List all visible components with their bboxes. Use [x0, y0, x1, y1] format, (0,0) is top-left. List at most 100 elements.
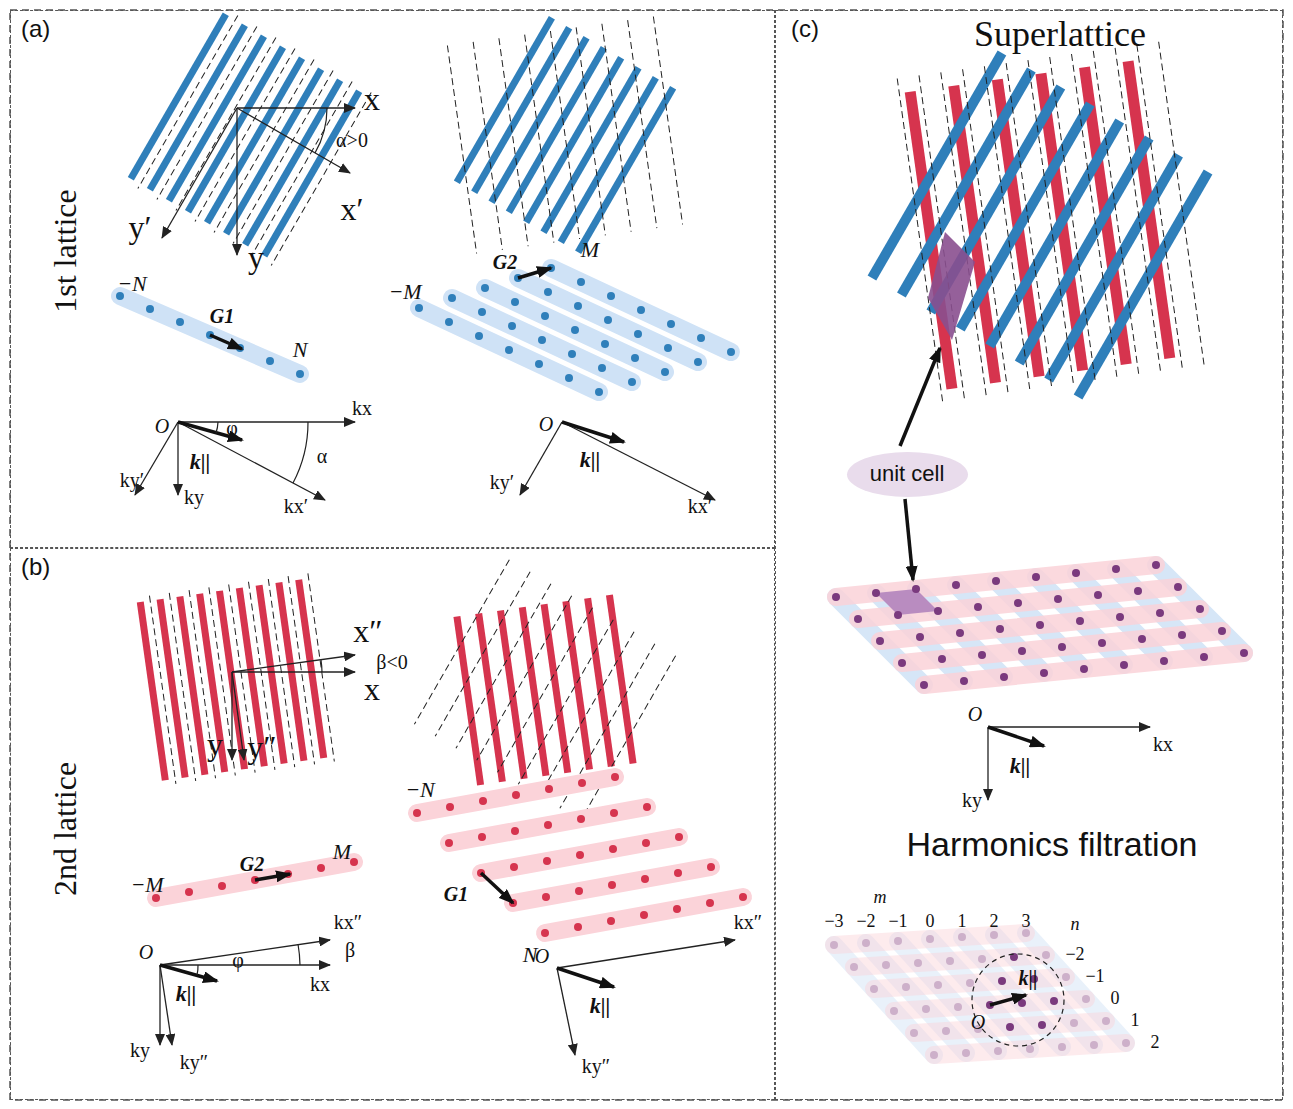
lattice-point: [604, 316, 612, 324]
lattice-point: [954, 1003, 962, 1011]
heading-label: Harmonics filtration: [907, 826, 1198, 863]
axis-arrow: [237, 107, 355, 108]
axis-label: k||: [580, 448, 601, 472]
axis-arrow: [162, 108, 237, 238]
axis-arrow: [987, 727, 988, 800]
axis-label: k||: [176, 982, 197, 1006]
vector-arrow: [160, 965, 217, 981]
axis-label: −M: [388, 280, 421, 304]
lattice-point: [1036, 621, 1044, 629]
grating-bar: [147, 23, 248, 191]
axis-arrow: [557, 968, 575, 1055]
lattice-point: [914, 959, 922, 967]
lattice-point: [1050, 997, 1058, 1005]
lattice-point: [266, 357, 274, 365]
axis-arrow: [159, 965, 160, 1045]
lattice-point: [1240, 649, 1248, 657]
axis-label: G2: [493, 251, 517, 273]
heading-label: y″: [247, 730, 276, 765]
heading-label: y′: [129, 210, 152, 245]
vector-arrow: [988, 727, 1044, 746]
lattice-point: [1200, 653, 1208, 661]
axis-label: O: [968, 703, 982, 725]
axis-label: ky′: [120, 469, 144, 491]
lattice-point: [1138, 635, 1146, 643]
grating-bar: [223, 67, 324, 235]
dashed-line: [473, 42, 502, 250]
grating: [128, 12, 362, 257]
grating: [137, 579, 327, 780]
axis-label: β<0: [376, 651, 407, 673]
dashed-line: [984, 66, 1030, 393]
lattice-point: [611, 773, 619, 781]
lattice-point: [448, 294, 456, 302]
axis-label: m: [874, 888, 887, 908]
heading-label: y: [248, 240, 264, 275]
lattice-point: [637, 306, 645, 314]
axis-label: −N: [117, 272, 147, 296]
lattice-point: [508, 322, 516, 330]
dashed-line: [581, 656, 676, 821]
lattice-point: [574, 302, 582, 310]
axis-label: kx: [352, 397, 372, 419]
lattice-point: [966, 979, 974, 987]
lattice-point: [876, 637, 884, 645]
lattice-point: [478, 833, 486, 841]
dashed-line: [1050, 57, 1096, 384]
lattice-point: [674, 869, 682, 877]
lattice-point: [958, 933, 966, 941]
unit-cell: [876, 589, 938, 615]
lattice-point: [934, 981, 942, 989]
dashed-line: [288, 576, 314, 764]
lattice-point: [894, 937, 902, 945]
lattice-point: [1152, 561, 1160, 569]
lattice-point: [641, 875, 649, 883]
callout-ellipse: unit cell: [846, 451, 969, 498]
lattice-point: [1018, 999, 1026, 1007]
axis-label: O: [971, 1011, 985, 1033]
lattice-point: [1014, 599, 1022, 607]
lattice-point: [609, 845, 617, 853]
lattice-point: [413, 809, 421, 817]
lattice-point: [510, 863, 518, 871]
dashed-line: [498, 608, 593, 773]
axis-arrow: [236, 108, 237, 255]
axis-label: M: [581, 238, 599, 262]
axis-label: −1: [888, 912, 907, 932]
lattice-point: [910, 1029, 918, 1037]
axis-label: α>0: [336, 129, 368, 151]
lattice-point: [898, 659, 906, 667]
grating-bar: [985, 118, 1124, 348]
lattice-point: [577, 278, 585, 286]
grating-bar: [868, 50, 1007, 280]
grating-bar: [166, 34, 267, 202]
lattice-point: [1018, 647, 1026, 655]
lattice-point: [543, 857, 551, 865]
lattice-point: [576, 851, 584, 859]
lattice-point: [296, 370, 304, 378]
lattice-point: [1218, 627, 1226, 635]
axis-label: k||: [1010, 754, 1031, 778]
axis-label: β: [345, 939, 355, 961]
vector-arrow: [990, 995, 1026, 1005]
lattice-point: [934, 607, 942, 615]
callout-text: unit cell: [870, 461, 945, 487]
axis-arrow: [231, 672, 232, 760]
axis-label: kx: [310, 973, 330, 995]
lattice-point: [996, 625, 1004, 633]
axis-label: 2: [990, 912, 999, 932]
lattice-point: [1196, 605, 1204, 613]
lattice-point: [902, 983, 910, 991]
axis-label: 0: [1111, 989, 1120, 1009]
dashed-line: [1072, 54, 1118, 381]
lattice-point: [916, 633, 924, 641]
lattice-point: [894, 611, 902, 619]
lattice-point: [1102, 1017, 1110, 1025]
lattice-point: [938, 655, 946, 663]
lattice-point: [568, 350, 576, 358]
axis-label: G1: [210, 305, 234, 327]
vector-arrow: [481, 873, 513, 903]
axis-label: ky: [962, 789, 982, 811]
axis-label: −3: [824, 912, 843, 932]
lattice-point: [545, 785, 553, 793]
